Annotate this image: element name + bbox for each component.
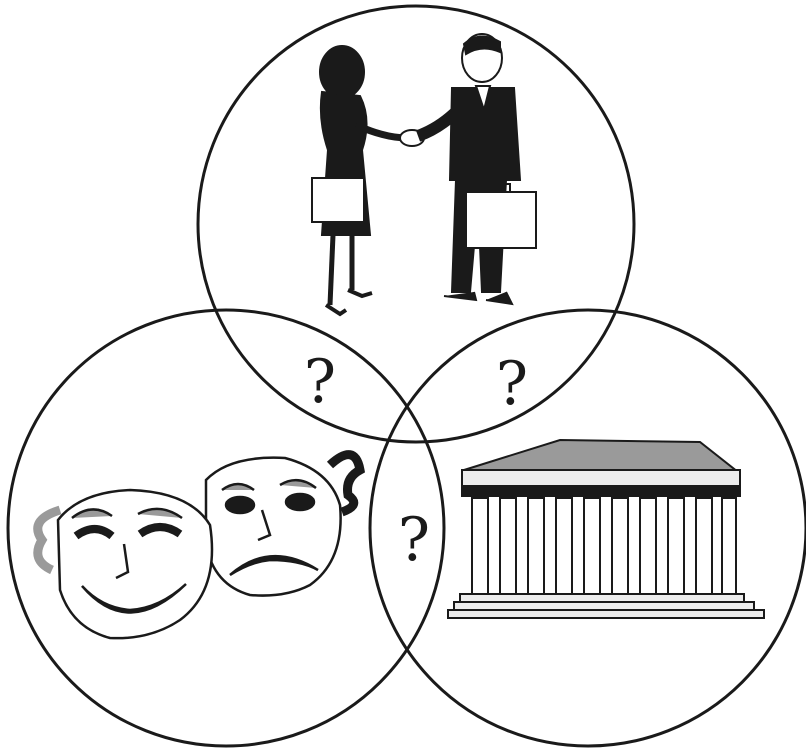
comedy-tragedy-masks-icon	[38, 455, 360, 639]
overlap-mark-bottom: ?	[398, 505, 430, 575]
overlap-mark-top-left: ?	[304, 347, 336, 417]
circle-business	[198, 6, 634, 442]
overlap-mark-top-right: ?	[496, 349, 528, 419]
greek-temple-icon	[448, 440, 764, 618]
handshake-businesspeople-icon	[312, 34, 536, 314]
